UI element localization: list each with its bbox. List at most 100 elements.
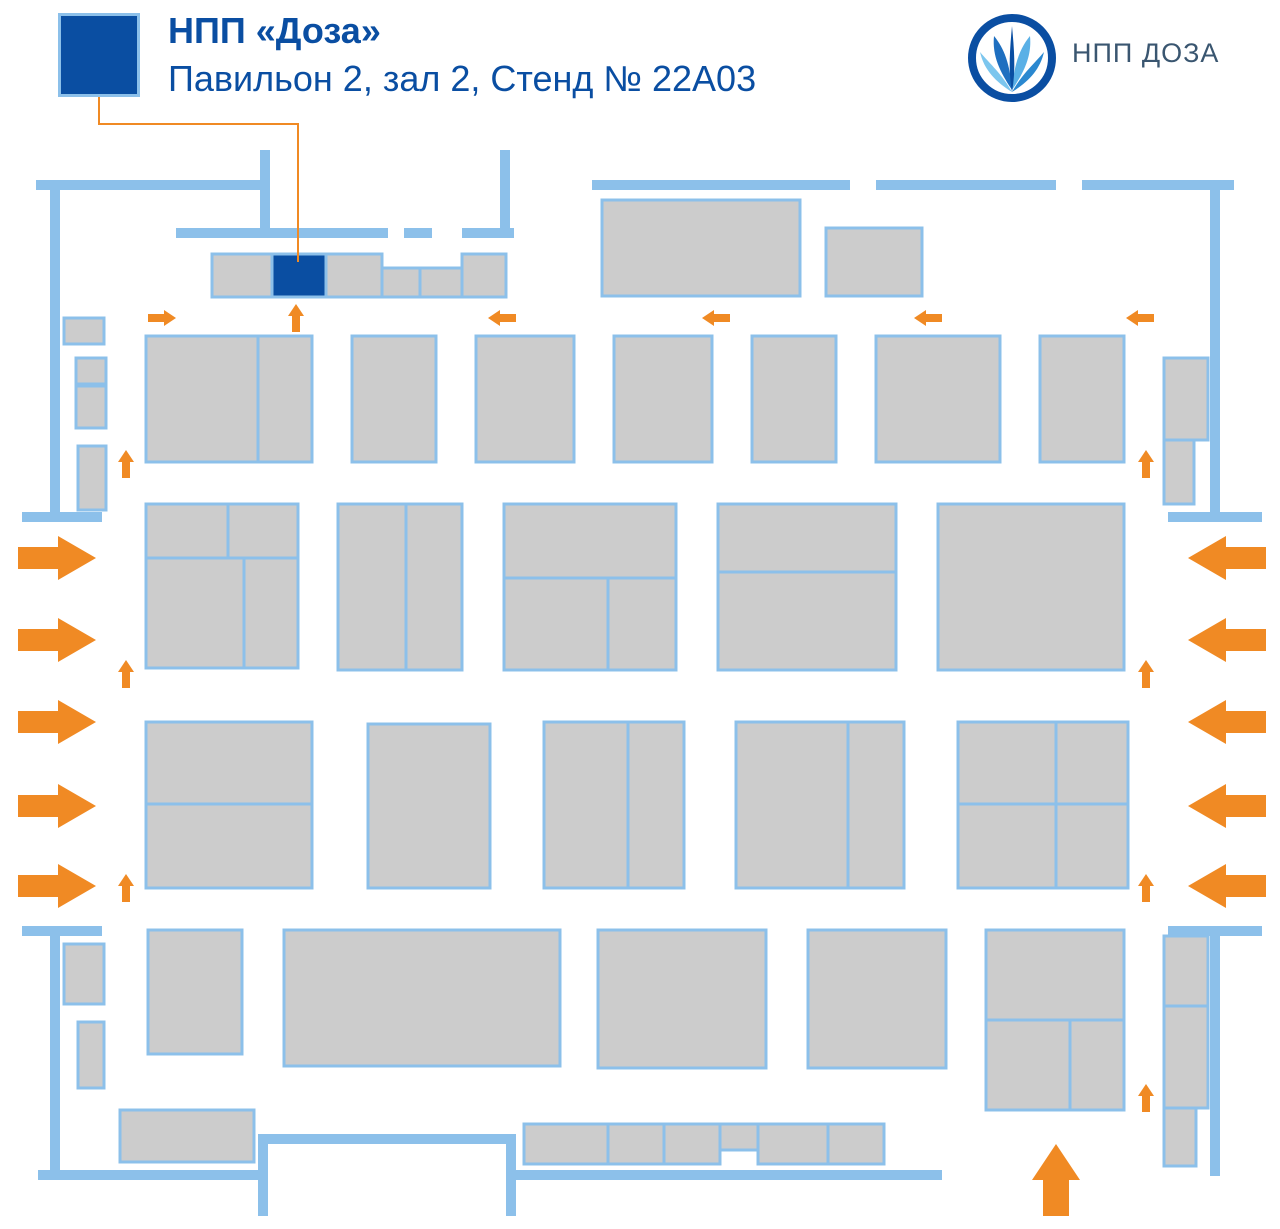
exhibit-booth [210,252,274,299]
wall [176,228,388,238]
exhibit-booth [612,334,714,464]
entrance-arrow-icon [1188,618,1266,662]
wall [50,926,60,1176]
exhibit-booth [1054,720,1130,806]
exhibit-booth [460,252,508,299]
exhibit-booth [324,252,384,299]
wall [1210,180,1220,512]
exhibit-booth [756,1122,830,1166]
exhibit-booth [1038,334,1126,464]
wall [258,1134,268,1216]
exhibit-booth [596,928,768,1070]
flow-arrow-icon [1126,310,1154,326]
entrance-arrow-icon [18,618,96,662]
exhibit-booth [874,334,1002,464]
exhibit-booth [1162,1004,1210,1110]
wall [404,228,432,238]
exhibit-booth [1054,802,1130,890]
exhibit-booth [62,316,106,346]
exhibit-booth [336,502,408,672]
exhibit-booth [806,928,948,1070]
flow-arrow-icon [1138,450,1154,478]
exhibit-booth [404,502,464,672]
wall [38,1170,268,1180]
exhibit-booth [600,198,802,298]
highlighted-booth-22a03 [270,252,328,299]
exhibit-booth [282,928,562,1068]
wall [260,150,270,238]
booth-location: Павильон 2, зал 2, Стенд № 22А03 [168,58,757,99]
exhibit-booth [242,556,300,670]
entrance-arrow-icon [18,864,96,908]
exhibit-booth [502,576,610,672]
exhibit-booth [226,502,300,560]
exhibit-booth [984,928,1126,1022]
wall [1168,512,1262,522]
exhibit-booth [380,266,422,299]
entrance-arrow-icon [18,784,96,828]
flow-arrow-icon [488,310,516,326]
flow-arrow-icon [288,304,304,332]
exhibit-booth [146,928,244,1056]
exhibit-booth [350,334,438,464]
exhibit-booth [734,720,850,890]
exhibit-booth [626,720,686,890]
exhibit-booth [750,334,838,464]
exhibit-booth [956,720,1058,806]
flow-arrow-icon [148,310,176,326]
exhibit-booth [1162,356,1210,442]
exhibit-booth [144,720,314,806]
exhibit-booth [522,1122,610,1166]
exhibit-booth [662,1122,722,1166]
flow-arrow-icon [914,310,942,326]
exhibit-booth [366,722,492,890]
wall [462,228,514,238]
wall [258,1134,516,1144]
exhibit-booth [1068,1018,1126,1112]
exhibit-booth [418,266,464,299]
exhibit-booth [62,942,106,1006]
wall [1210,926,1220,1176]
exhibit-booth [256,334,314,464]
exhibit-booth [846,720,906,890]
wall [500,150,510,234]
flow-arrow-icon [1138,660,1154,688]
exhibit-booth [144,502,230,560]
exhibit-booth [826,1122,886,1166]
entrance-arrow-icon [1188,700,1266,744]
company-title: НПП «Доза» [168,10,381,51]
exhibit-booth [1162,934,1210,1008]
entrance-arrow-icon [1188,864,1266,908]
wall [592,180,850,190]
wall [1082,180,1234,190]
leader-line [98,97,299,262]
exhibit-booth [718,1122,760,1152]
wall [22,512,102,522]
exhibit-booth [144,556,246,670]
wall [876,180,1056,190]
flow-arrow-icon [1138,1084,1154,1112]
exhibit-booth [474,334,576,464]
wall [22,926,102,936]
exhibit-booth [936,502,1126,672]
exhibit-booth [74,384,108,430]
entrance-arrow-icon [18,536,96,580]
exhibit-booth [824,226,924,298]
exhibit-booth [984,1018,1072,1112]
wall [506,1134,516,1216]
exhibit-booth [144,334,260,464]
exhibit-booth [118,1108,256,1164]
exhibit-booth [606,1122,666,1166]
logo-text: НПП ДОЗА [1072,38,1220,68]
flow-arrow-icon [118,450,134,478]
wall [36,180,268,190]
flow-arrow-icon [118,660,134,688]
exhibit-booth [1162,1106,1198,1168]
exhibit-booth [606,576,678,672]
entrance-arrow-icon [1032,1144,1080,1216]
exhibit-booth [74,356,108,386]
wall [516,1170,942,1180]
flow-arrow-icon [702,310,730,326]
exhibit-booth [1162,438,1196,506]
